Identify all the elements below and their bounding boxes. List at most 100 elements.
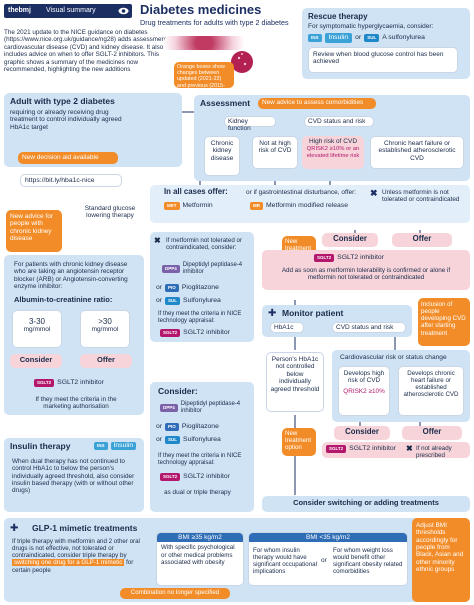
monitor-offer: Offer: [402, 426, 462, 440]
kidney-function-box: Kidney function: [224, 116, 276, 132]
develops-high-risk-box: Develops high risk of CVD QRISK2 ≥10%: [338, 366, 390, 416]
sglt2-option: SGLT2 SGLT2 inhibitor: [160, 329, 230, 337]
sglt2-pill-icon: SGLT2: [34, 379, 55, 387]
dpp4-pill-icon: DPP4: [160, 403, 178, 412]
bmi-low-box: BMI <35 kg/m2 For whom insulin therapy w…: [248, 532, 408, 586]
sulfonylurea-pill-icon: SUL: [364, 33, 380, 42]
ratio-high-box: >30 mg/mmol: [80, 310, 130, 348]
monitor-sglt2-panel: SGLT2 SGLT2 inhibitor ✖ If not already p…: [322, 442, 470, 460]
monitor-title: Monitor patient: [282, 308, 344, 318]
bmi-low-text-b: For whom weight loss would benefit other…: [333, 547, 403, 576]
bmj-header-bar: thebmj Visual summary: [4, 4, 132, 18]
rescue-therapy-panel: Rescue therapy For symptomatic hyperglyc…: [302, 8, 470, 79]
new-treatment-panel: SGLT2 SGLT2 inhibitor Add as soon as met…: [262, 250, 470, 290]
new-treatment-text: Add as soon as metformin tolerability is…: [281, 267, 451, 282]
combination-badge: Combination no longer specified: [120, 588, 230, 599]
adjust-bmi-badge: Adjust BMI thresholds accordingly for pe…: [412, 518, 470, 602]
pioglitazone-pill-icon: PIO: [165, 284, 179, 292]
high-risk-box: High risk of CVD QRISK2 ≥10% or an eleva…: [302, 136, 364, 169]
glp1-highlight: switching one drug for a GLP-1 mimetic: [12, 559, 125, 567]
cross-icon: ✖: [154, 236, 161, 245]
metformin-mr-label: Metformin modified release: [266, 202, 348, 210]
glp1-text-end: for certain people: [12, 559, 134, 574]
hba1c-box: HbA1c: [270, 322, 304, 333]
legend-note: Orange boxes show changes between update…: [174, 62, 234, 95]
sulfonylurea-label: A sulfonylurea: [382, 34, 425, 41]
new-treatment-sglt2: SGLT2 SGLT2 inhibitor: [314, 254, 384, 262]
monitor-consider: Consider: [334, 426, 390, 440]
dpp4-pill-icon: DPP4: [162, 264, 180, 273]
insulin-text: When dual therapy has not continued to c…: [12, 458, 135, 495]
sglt2-pill-icon: SGLT2: [326, 445, 347, 453]
visual-summary-badge: Visual summary: [46, 7, 96, 14]
not-controlled-box: Person's HbA1c not controlled below indi…: [266, 352, 324, 412]
eye-icon: [118, 7, 129, 15]
consider-sulfonylurea-label: Sulfonylurea: [183, 436, 221, 444]
cvd-status-box: CVD status and risk: [304, 116, 374, 127]
new-treatment-consider: Consider: [322, 233, 378, 247]
rescue-review-note: Review when blood glucose control has be…: [308, 47, 458, 73]
dual-triple-text: as dual or triple therapy: [164, 489, 231, 496]
insulin-pill-icon: INS: [308, 33, 322, 42]
rescue-text: For symptomatic hyperglycaemia, consider…: [308, 23, 434, 30]
glp1-text-block: If triple therapy with metformin and 2 o…: [12, 538, 152, 574]
not-high-risk-box: Not at high risk of CVD: [252, 136, 298, 169]
nice-criteria-text: If they meet the criteria in NICE techno…: [158, 311, 242, 324]
sulfonylurea-option: or SUL Sulfonylurea: [156, 297, 221, 305]
cv-change-panel: Cardiovascular risk or status change Dev…: [332, 350, 470, 422]
ratio-low-unit: mg/mmol: [23, 326, 51, 334]
bmi-high-box: BMI ≥35 kg/m2 With specific psychologica…: [156, 532, 244, 586]
all-cases-title: In all cases offer:: [164, 187, 228, 196]
metformin-mr-pill-icon: MR: [250, 202, 263, 210]
bmi-low-text-a: For whom insulin therapy would have sign…: [253, 547, 317, 576]
ratio-low-box: 3-30 mg/mmol: [12, 310, 62, 348]
bmi-high-label: BMI ≥35 kg/m2: [157, 533, 243, 543]
not-tolerated-panel: ✖ If metformin not tolerated or contrain…: [150, 232, 254, 342]
ckd-criteria-text: If they meet the criteria in the marketi…: [35, 396, 117, 411]
or-label: or: [156, 423, 163, 431]
bmi-high-text: With specific psychological or other med…: [161, 544, 235, 566]
monitor-panel: ✚ Monitor patient HbA1c CVD status and r…: [262, 305, 412, 337]
gi-text: or if gastrointestinal disturbance, offe…: [246, 189, 357, 196]
new-advice-badge: New advice to assess comorbidities: [258, 98, 376, 109]
consider-pioglitazone-option: or PIO Pioglitazone: [156, 423, 219, 431]
insulin-pill-icon: INS: [94, 442, 108, 450]
pioglitazone-pill-icon: PIO: [165, 423, 179, 431]
cv-change-title: Cardiovascular risk or status change: [340, 354, 447, 361]
rescue-options: INS Insulin or SUL A sulfonylurea: [308, 33, 425, 43]
pills-image: [164, 36, 244, 50]
monitor-qrisk-text: QRISK2 ≥10%: [343, 387, 385, 395]
sglt2-pill-icon: SGLT2: [160, 329, 181, 337]
not-tolerated-text: If metformin not tolerated or contraindi…: [166, 237, 243, 252]
ratio-high-value: >30: [98, 317, 112, 326]
metformin-pill-icon: MET: [164, 202, 180, 210]
plus-icon: ✚: [10, 523, 19, 534]
sulfonylurea-pill-icon: SUL: [165, 436, 181, 444]
page-subtitle: Drug treatments for adults with type 2 d…: [140, 18, 289, 27]
bmi-low-label: BMI <35 kg/m2: [249, 533, 407, 543]
new-treatment-sglt2-label: SGLT2 inhibitor: [337, 254, 384, 262]
patient-text: requiring or already receiving drug trea…: [10, 109, 122, 131]
or-label: or: [156, 297, 163, 305]
plus-icon: ✚: [268, 308, 277, 319]
assessment-title: Assessment: [200, 98, 251, 108]
or-label: or: [156, 436, 163, 444]
consider-dpp4-option: DPP4 Dipeptidyl peptidase-4 inhibitor: [160, 401, 243, 415]
pioglitazone-option: or PIO Pioglitazone: [156, 284, 219, 292]
ratio-low-value: 3-30: [28, 317, 45, 326]
new-option-badge: New treatment option: [282, 428, 316, 456]
consider-sglt2-label: SGLT2 inhibitor: [183, 473, 230, 481]
ckd-new-advice-badge: New advice for people with chronic kidne…: [6, 210, 62, 252]
all-cases-panel: In all cases offer: or if gastrointestin…: [150, 185, 470, 223]
ckd-sglt2-label: SGLT2 inhibitor: [57, 379, 104, 387]
rescue-title: Rescue therapy: [308, 12, 368, 21]
glp1-title: GLP-1 mimetic treatments: [32, 523, 138, 533]
consider-panel: Consider: DPP4 Dipeptidyl peptidase-4 in…: [150, 382, 254, 512]
patient-panel: Adult with type 2 diabetes requiring or …: [4, 93, 182, 167]
monitor-cvd-box: CVD status and risk: [332, 322, 406, 333]
if-not-prescribed-text: If not already prescribed: [416, 445, 452, 460]
consider-switching-banner: Consider switching or adding treatments: [262, 496, 470, 512]
decision-aid-link[interactable]: https://bit.ly/hba1c-nice: [20, 174, 122, 187]
drug-capsule-image: [231, 51, 253, 73]
sulfonylurea-pill-icon: SUL: [165, 297, 181, 305]
